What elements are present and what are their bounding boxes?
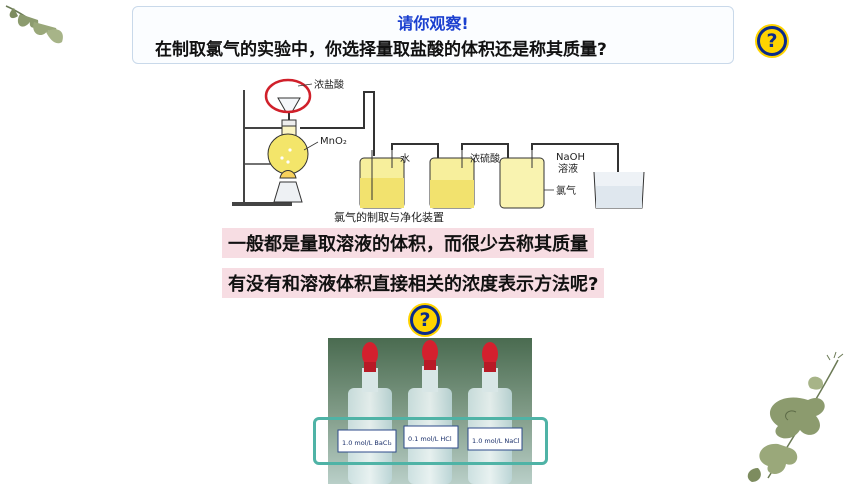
label-conc-h2so4: 浓硫酸 bbox=[470, 152, 500, 165]
header-question: 在制取氯气的实验中，你选择量取盐酸的体积还是称其质量? bbox=[155, 40, 607, 60]
header-box: 请你观察! 在制取氯气的实验中，你选择量取盐酸的体积还是称其质量? bbox=[132, 6, 734, 64]
label-water: 水 bbox=[400, 153, 410, 165]
bottle-label-2: 0.1 mol/L HCl bbox=[408, 435, 452, 443]
statement-question: 有没有和溶液体积直接相关的浓度表示方法呢? bbox=[222, 268, 605, 298]
label-naoh: NaOH bbox=[556, 152, 585, 163]
label-solution: 溶液 bbox=[558, 162, 578, 175]
bottle-label-highlight-frame bbox=[313, 417, 548, 465]
label-mno2: MnO₂ bbox=[320, 136, 347, 147]
reagent-bottles-photo: 1.0 mol/L BaCl₂ 0.1 mol/L HCl 1.0 mol/L … bbox=[328, 338, 532, 484]
leaf-decoration-top-left bbox=[5, 5, 63, 44]
bottle-label-1: 1.0 mol/L BaCl₂ bbox=[342, 439, 392, 447]
question-circle-icon: ? bbox=[410, 305, 440, 335]
bottle-label-3: 1.0 mol/L NaCl bbox=[472, 437, 520, 445]
chlorine-apparatus-diagram: 浓盐酸 MnO₂ 水 浓硫酸 NaOH 溶液 氯气 氯气的制取与净化装置 bbox=[232, 78, 645, 224]
header-title: 请你观察! bbox=[397, 14, 469, 33]
label-chlorine: 氯气 bbox=[556, 184, 576, 197]
funnel-highlight-circle bbox=[264, 78, 312, 114]
question-circle-icon: ? bbox=[757, 26, 787, 56]
label-conc-hcl: 浓盐酸 bbox=[314, 78, 344, 91]
statement-volume: 一般都是量取溶液的体积，而很少去称其质量 bbox=[222, 228, 594, 258]
leaf-decoration-bottom-right bbox=[747, 351, 844, 482]
apparatus-caption: 氯气的制取与净化装置 bbox=[334, 210, 444, 224]
